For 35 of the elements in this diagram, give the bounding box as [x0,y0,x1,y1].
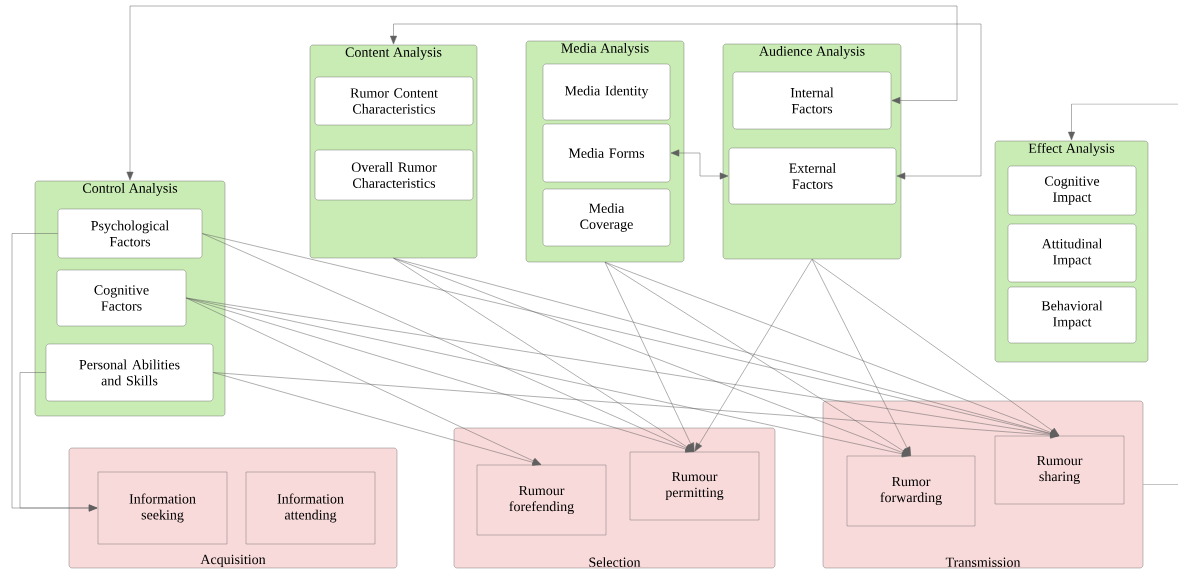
factor-box: Media Coverage [542,188,671,247]
arrow [811,258,1060,436]
arrow [126,5,958,181]
factor-box: External Factors [728,147,897,205]
process-box: Rumor forwarding [846,455,976,527]
arrow [1068,103,1178,141]
arrow [670,149,729,180]
process-box: Rumour permitting [629,451,760,521]
arrow [390,23,982,180]
arrow [604,261,911,456]
arrow [393,257,695,452]
arrow [694,258,813,452]
factor-box: Media Identity [542,63,671,121]
factor-box: Cognitive Impact [1007,165,1137,216]
arrow [19,372,98,512]
process-box: Rumour sharing [994,435,1125,505]
factor-box: Personal Abilities and Skills [45,343,214,402]
factor-box: Psychological Factors [57,208,203,259]
arrow [185,297,542,465]
arrow [811,258,911,456]
process-box: Information attending [245,471,376,545]
arrow [604,261,1060,436]
factor-box: Overall Rumor Characteristics [314,149,474,201]
arrow [212,372,542,466]
factor-box: Internal Factors [732,71,892,130]
process-box: Rumour forefending [476,464,607,536]
factor-box: Rumor Content Characteristics [314,76,474,126]
factor-box: Attitudinal Impact [1007,223,1137,283]
factor-box: Cognitive Factors [56,269,187,327]
arrow [212,372,1060,439]
arrow [604,261,695,452]
factor-box: Behavioral Impact [1007,286,1137,344]
process-box: Information seeking [97,471,228,545]
factor-box: Media Forms [542,123,671,183]
arrow [393,257,1060,437]
